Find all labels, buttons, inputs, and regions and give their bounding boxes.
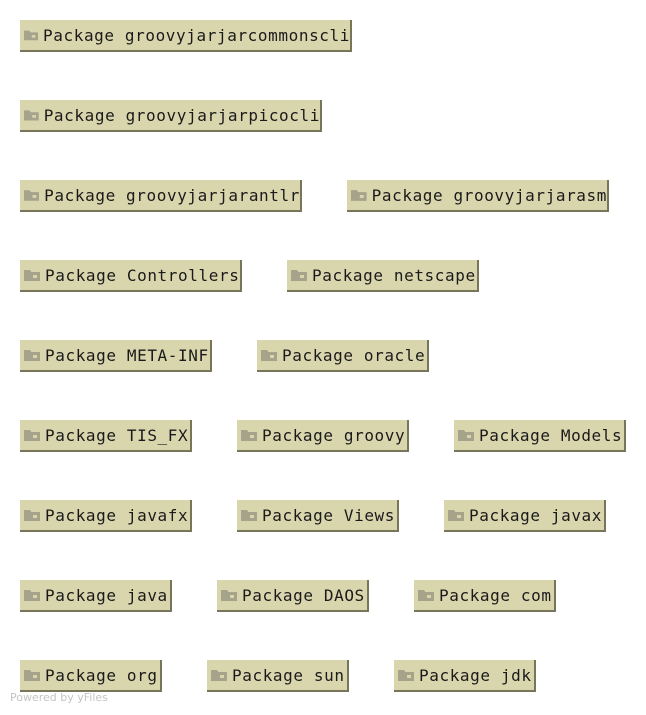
package-node[interactable]: Package TIS_FX (20, 420, 192, 452)
package-label: Package jdk (419, 665, 532, 685)
package-node[interactable]: Package javax (444, 500, 606, 532)
folder-icon (241, 510, 257, 521)
package-label: Package Controllers (45, 265, 240, 285)
yfiles-watermark: Powered by yFiles (10, 691, 108, 704)
folder-icon (24, 270, 40, 281)
folder-icon (241, 430, 257, 441)
package-label: Package javax (469, 505, 603, 525)
folder-icon (24, 430, 40, 441)
package-node[interactable]: Package Models (454, 420, 626, 452)
package-node[interactable]: Package groovyjarjarcommonscli (20, 20, 352, 52)
package-label: Package sun (232, 665, 345, 685)
folder-icon (24, 190, 40, 201)
package-label: Package Models (479, 425, 623, 445)
package-label: Package org (45, 665, 158, 685)
package-node[interactable]: Package DAOS (217, 580, 369, 612)
package-node[interactable]: Package sun (207, 660, 349, 692)
package-node[interactable]: Package java (20, 580, 172, 612)
package-label: Package javafx (45, 505, 189, 525)
package-label: Package groovyjarjarantlr (44, 185, 300, 205)
folder-icon (221, 590, 237, 601)
package-node[interactable]: Package org (20, 660, 162, 692)
package-label: Package groovy (262, 425, 406, 445)
package-node[interactable]: Package oracle (257, 340, 429, 372)
folder-icon (448, 510, 464, 521)
folder-icon (398, 670, 414, 681)
package-label: Package com (439, 585, 552, 605)
package-label: Package groovyjarjarasm (371, 185, 607, 205)
package-node[interactable]: Package javafx (20, 500, 192, 532)
package-label: Package netscape (312, 265, 476, 285)
folder-icon (351, 190, 367, 201)
package-node[interactable]: Package jdk (394, 660, 536, 692)
folder-icon (291, 270, 307, 281)
package-label: Package Views (262, 505, 396, 525)
package-node[interactable]: Package groovyjarjarantlr (20, 180, 302, 212)
folder-icon (24, 30, 39, 41)
package-label: Package META-INF (45, 345, 209, 365)
package-node[interactable]: Package META-INF (20, 340, 212, 372)
package-label: Package groovyjarjarpicocli (43, 105, 320, 125)
package-label: Package groovyjarjarcommonscli (43, 25, 350, 45)
package-label: Package DAOS (242, 585, 365, 605)
folder-icon (211, 670, 227, 681)
folder-icon (24, 110, 39, 121)
folder-icon (458, 430, 474, 441)
package-node[interactable]: Package groovy (237, 420, 409, 452)
package-node[interactable]: Package Views (237, 500, 399, 532)
folder-icon (24, 670, 40, 681)
package-node[interactable]: Package netscape (287, 260, 479, 292)
package-node[interactable]: Package groovyjarjarasm (347, 180, 609, 212)
folder-icon (24, 510, 40, 521)
folder-icon (24, 350, 40, 361)
package-node[interactable]: Package com (414, 580, 556, 612)
package-node[interactable]: Package Controllers (20, 260, 242, 292)
package-node[interactable]: Package groovyjarjarpicocli (20, 100, 322, 132)
package-label: Package oracle (282, 345, 426, 365)
folder-icon (261, 350, 277, 361)
folder-icon (418, 590, 434, 601)
package-label: Package TIS_FX (45, 425, 189, 445)
folder-icon (24, 590, 40, 601)
package-label: Package java (45, 585, 168, 605)
